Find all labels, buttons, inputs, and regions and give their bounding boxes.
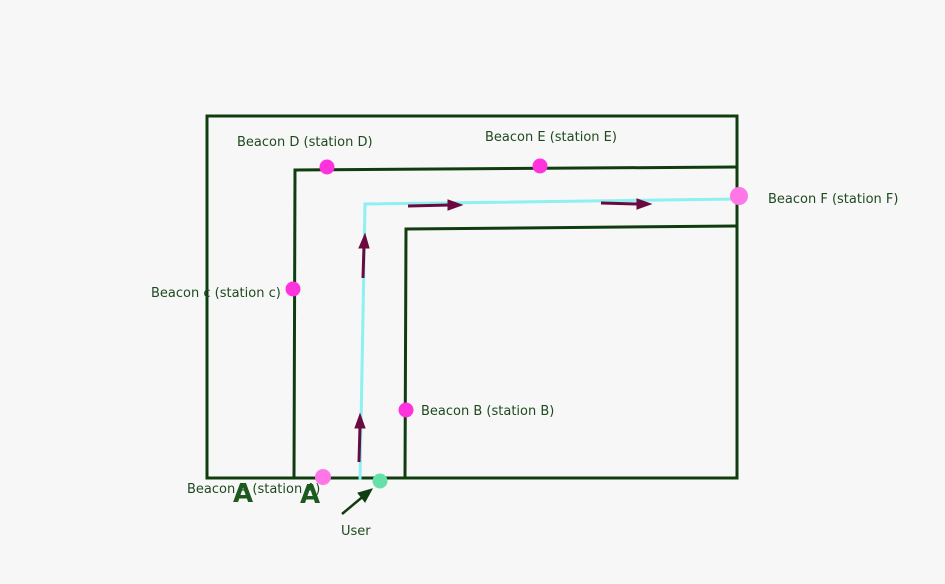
user-route-path [358, 197, 739, 481]
direction-arrow-up-lower-head [354, 412, 366, 429]
beacon-f-label: Beacon F (station F) [768, 192, 898, 207]
beacon-a-label: Beacon A (station A) [187, 482, 320, 497]
hand-mark-a-1: A [233, 479, 253, 509]
beacon-e-label: Beacon E (station E) [485, 130, 617, 145]
direction-arrow-right-right [600, 201, 639, 206]
user-position-marker [372, 473, 388, 489]
direction-arrow-up-upper [361, 245, 366, 279]
corridor-inner-wall [403, 224, 738, 479]
beacon-b-marker [398, 402, 414, 418]
beacon-d-marker [319, 159, 335, 175]
beacon-c-marker [285, 281, 301, 297]
beacon-b-label: Beacon B (station B) [421, 404, 554, 419]
direction-arrow-up-lower [357, 425, 362, 463]
beacon-a-marker [315, 469, 331, 485]
outer-wall [205, 114, 739, 480]
direction-arrows [354, 198, 653, 463]
hand-mark-a-2: A [300, 480, 320, 510]
beacon-c-label: Beacon c (station c) [151, 286, 281, 301]
beacon-f-marker [730, 187, 748, 205]
corridor-outer-wall [292, 165, 738, 479]
user-pointer-arrow [341, 488, 374, 515]
direction-arrow-right-left-head [447, 199, 464, 211]
beacon-e-marker [532, 158, 548, 174]
direction-arrow-up-upper-head [358, 232, 370, 249]
direction-arrow-right-left [407, 203, 451, 208]
beacon-d-label: Beacon D (station D) [237, 135, 373, 150]
user-label: User [341, 524, 371, 539]
direction-arrow-right-right-head [636, 198, 653, 210]
